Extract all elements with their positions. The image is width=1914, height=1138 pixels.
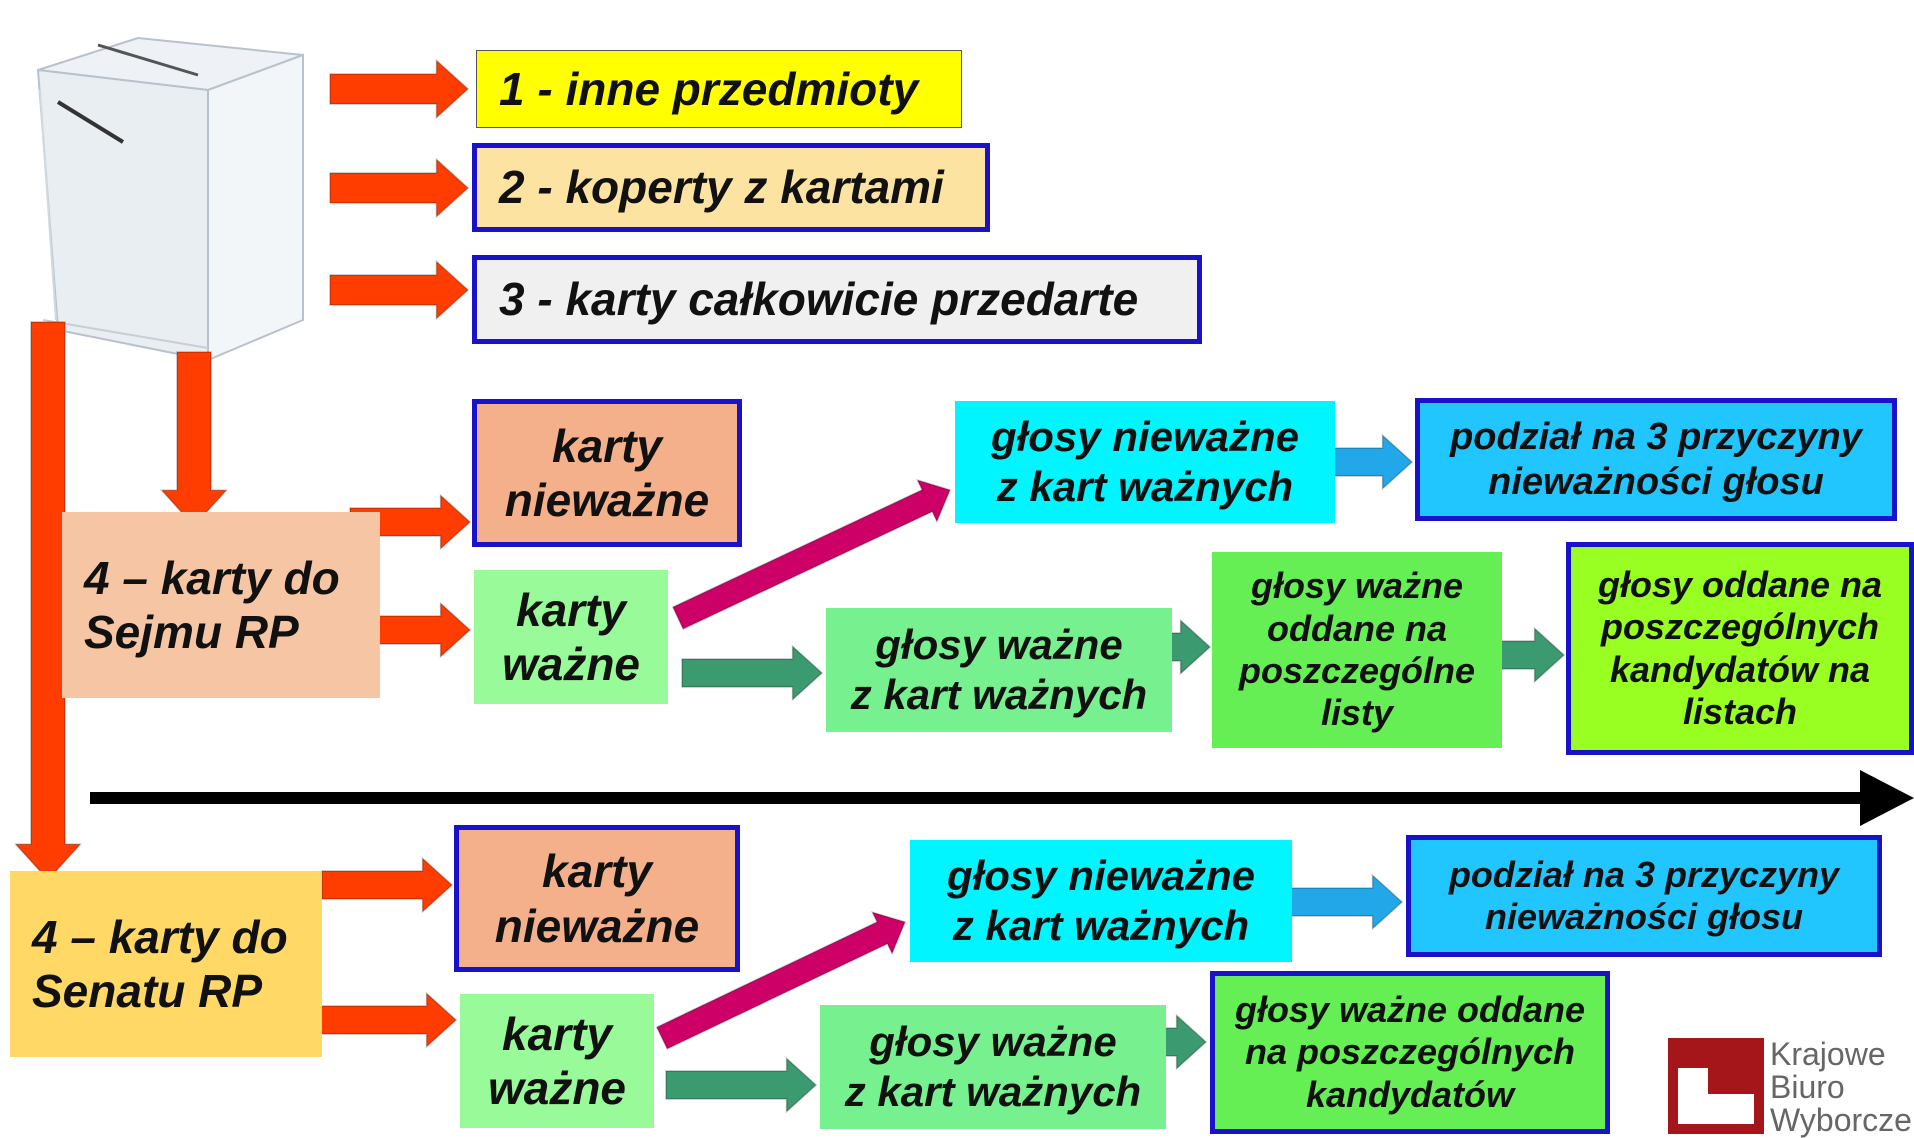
senat-invalid-cards: karty nieważne xyxy=(454,825,740,972)
category-torn-cards-label: 3 - karty całkowicie przedarte xyxy=(499,273,1139,326)
arrow-senat-to-invalid xyxy=(321,856,454,914)
category-other-items: 1 - inne przedmioty xyxy=(476,50,962,128)
sejm-cards-box: 4 – karty do Sejmu RP xyxy=(62,512,380,698)
sejm-three-reasons: podział na 3 przyczyny nieważności głosu xyxy=(1415,398,1897,521)
sejm-three-reasons-label: podział na 3 przyczyny nieważności głosu xyxy=(1450,415,1862,503)
senat-invalid-votes-label: głosy nieważne z kart ważnych xyxy=(946,852,1256,949)
senat-invalid-cards-label: karty nieważne xyxy=(494,845,700,952)
sejm-invalid-votes-label: głosy nieważne z kart ważnych xyxy=(990,413,1300,510)
arrow-sejm-valid-to-invalid-votes xyxy=(671,478,952,630)
sejm-invalid-cards-label: karty nieważne xyxy=(504,419,710,526)
category-envelopes: 2 - koperty z kartami xyxy=(472,143,990,232)
arrow-down-to-senat xyxy=(14,321,82,882)
arrow-to-torn-cards xyxy=(329,259,470,321)
sejm-valid-votes-label: głosy ważne z kart ważnych xyxy=(850,621,1148,718)
ballot-box-icon xyxy=(36,36,304,360)
senat-valid-cards: karty ważne xyxy=(460,994,654,1128)
senat-votes-candidates: głosy ważne oddane na poszczególnych kan… xyxy=(1210,971,1610,1134)
senat-three-reasons: podział na 3 przyczyny nieważności głosu xyxy=(1406,835,1882,957)
arrow-senat-invalid-votes-to-reasons xyxy=(1275,873,1404,931)
sejm-votes-lists: głosy ważne oddane na poszczególne listy xyxy=(1212,552,1502,748)
category-envelopes-label: 2 - koperty z kartami xyxy=(499,161,944,214)
senat-valid-votes: głosy ważne z kart ważnych xyxy=(820,1005,1166,1129)
sejm-invalid-cards: karty nieważne xyxy=(472,399,742,547)
arrow-senat-valid-to-invalid-votes xyxy=(655,911,907,1050)
arrow-sejm-invalid-votes-to-reasons xyxy=(1321,433,1414,491)
kbw-logo-icon xyxy=(1668,1038,1764,1134)
senat-three-reasons-label: podział na 3 przyczyny nieważności głosu xyxy=(1448,853,1840,937)
arrow-down-to-sejm xyxy=(160,351,228,528)
sejm-votes-lists-label: głosy ważne oddane na poszczególne listy xyxy=(1238,565,1476,734)
arrow-to-envelopes xyxy=(329,157,470,219)
senat-valid-votes-label: głosy ważne z kart ważnych xyxy=(844,1018,1142,1115)
sejm-valid-cards-label: karty ważne xyxy=(501,583,641,690)
arrow-senat-to-valid xyxy=(311,991,458,1049)
senat-invalid-votes: głosy nieważne z kart ważnych xyxy=(910,840,1292,962)
sejm-votes-candidates-label: głosy oddane na poszczególnych kandydató… xyxy=(1597,563,1883,732)
arrow-sejm-lists-to-candidates xyxy=(1497,626,1566,684)
category-other-items-label: 1 - inne przedmioty xyxy=(499,62,919,115)
sejm-votes-candidates: głosy oddane na poszczególnych kandydató… xyxy=(1566,542,1914,755)
arrow-to-other-items xyxy=(329,58,470,120)
sejm-valid-cards: karty ważne xyxy=(474,570,668,704)
arrow-sejm-valid-to-valid-votes xyxy=(681,644,824,702)
arrow-sejm-to-invalid xyxy=(349,493,472,551)
senat-cards-box: 4 – karty do Senatu RP xyxy=(10,871,322,1057)
sejm-valid-votes: głosy ważne z kart ważnych xyxy=(826,608,1172,732)
category-torn-cards: 3 - karty całkowicie przedarte xyxy=(472,255,1202,344)
senat-cards-label: 4 – karty do Senatu RP xyxy=(32,910,288,1017)
timeline-arrowhead xyxy=(1860,770,1914,826)
senat-votes-candidates-label: głosy ważne oddane na poszczególnych kan… xyxy=(1234,988,1586,1115)
kbw-logo-text: Krajowe Biuro Wyborcze xyxy=(1770,1036,1912,1138)
arrow-senat-valid-to-valid-votes xyxy=(665,1056,818,1114)
sejm-cards-label: 4 – karty do Sejmu RP xyxy=(84,551,340,658)
sejm-invalid-votes: głosy nieważne z kart ważnych xyxy=(955,401,1335,523)
senat-valid-cards-label: karty ważne xyxy=(487,1007,627,1114)
